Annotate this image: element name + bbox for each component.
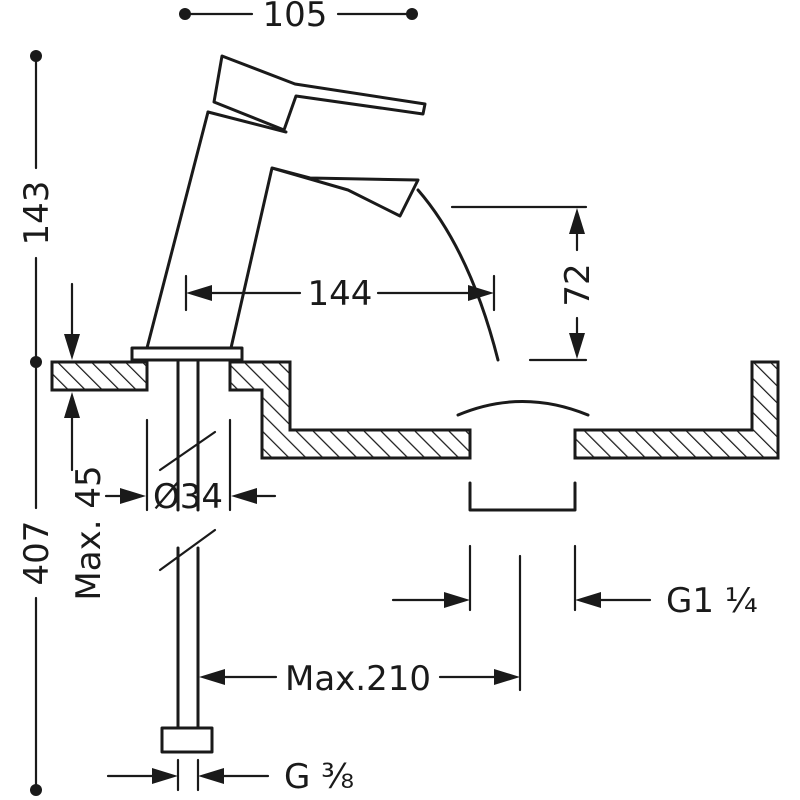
dim-hose-thread: G ⅜ bbox=[106, 757, 354, 797]
label-deck-thickness: Max. 45 bbox=[69, 465, 109, 600]
dim-hole-diameter: Ø34 bbox=[104, 477, 277, 517]
break-line-lower bbox=[158, 528, 217, 572]
label-height-upper: 143 bbox=[17, 181, 57, 246]
faucet-body bbox=[130, 54, 427, 362]
break-line-upper bbox=[158, 430, 217, 472]
lever-handle bbox=[212, 54, 427, 132]
hose-nut bbox=[160, 726, 214, 754]
label-hose-thread: G ⅜ bbox=[284, 757, 354, 797]
mounting-flange bbox=[130, 346, 244, 362]
basin-left bbox=[228, 360, 472, 460]
label-total-height: 407 bbox=[17, 521, 57, 586]
body-top-edge bbox=[206, 110, 288, 134]
dim-waste-thread: G1 ¼ bbox=[391, 544, 758, 621]
dim-hose-length: Max.210 bbox=[199, 554, 522, 699]
waste-body bbox=[468, 481, 577, 512]
dim-spout-height: 72 bbox=[450, 205, 598, 362]
label-hole-diameter: Ø34 bbox=[153, 477, 223, 517]
supply-hose bbox=[145, 360, 232, 754]
spout-body bbox=[145, 110, 420, 350]
deck-left bbox=[50, 360, 149, 392]
dim-deck-thickness: Max. 45 bbox=[64, 282, 109, 601]
dim-spout-reach: 144 bbox=[184, 274, 496, 314]
countertop-basin bbox=[50, 188, 780, 512]
waste-plug bbox=[456, 400, 590, 417]
label-top-width: 105 bbox=[263, 0, 328, 35]
label-spout-height: 72 bbox=[558, 263, 598, 306]
label-hose-length: Max.210 bbox=[285, 659, 431, 699]
dim-left-heights: 143 407 bbox=[17, 50, 57, 796]
dim-top-width: 105 bbox=[179, 0, 418, 35]
water-stream bbox=[416, 188, 500, 362]
label-spout-reach: 144 bbox=[308, 274, 373, 314]
label-waste-thread: G1 ¼ bbox=[666, 581, 758, 621]
basin-right bbox=[573, 360, 780, 460]
